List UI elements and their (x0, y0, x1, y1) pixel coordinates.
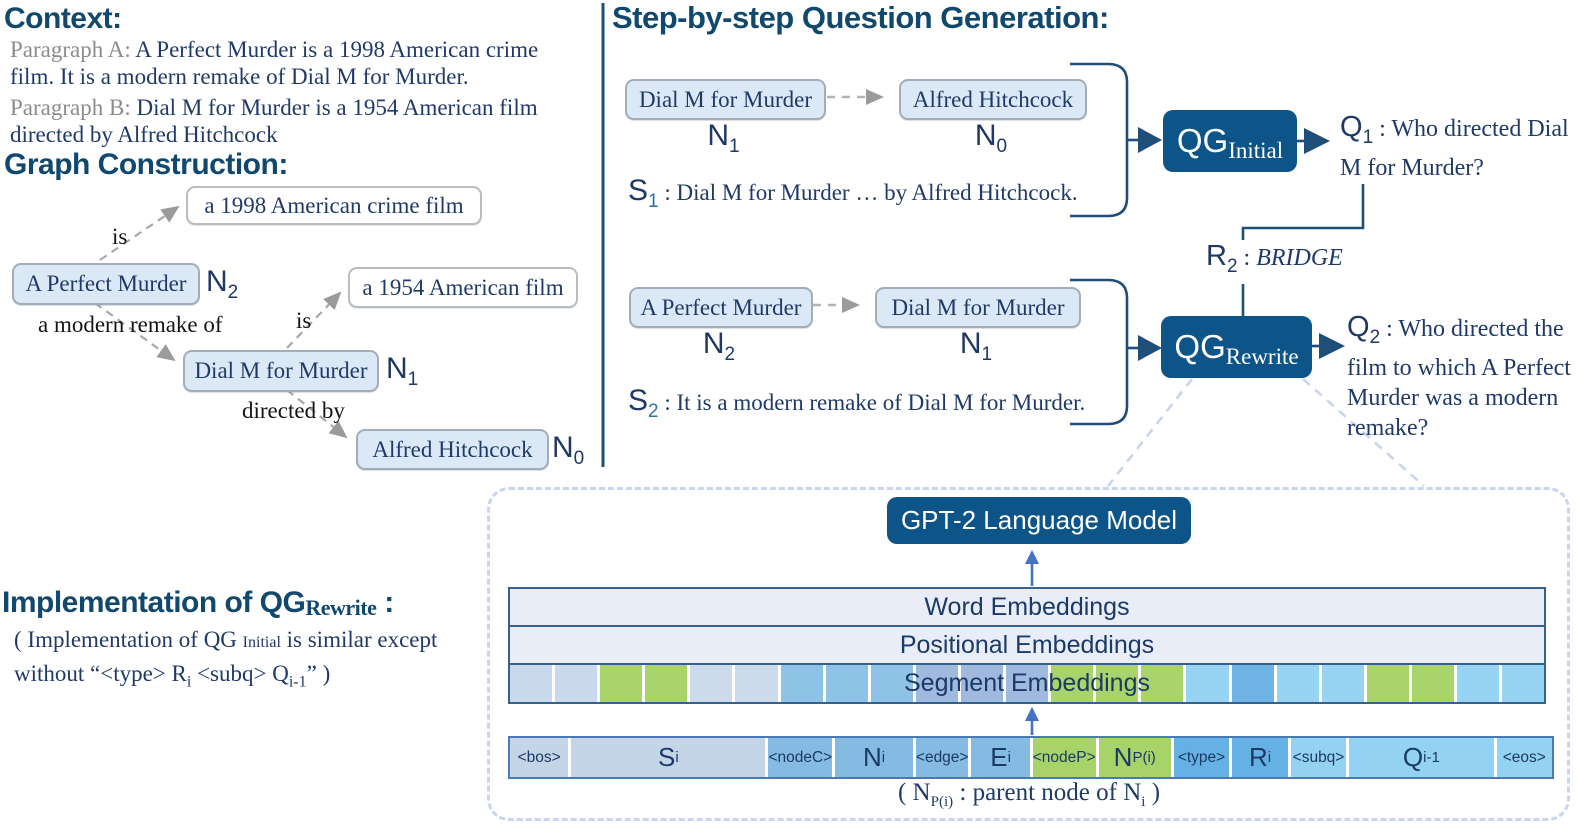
graph-node-a-perfect-murder: A Perfect Murder (12, 263, 200, 305)
relation-value: BRIDGE (1256, 245, 1343, 271)
sentence-s1: S1 : Dial M for Murder … by Alfred Hitch… (628, 174, 1078, 212)
paragraph-a-label: Paragraph A: (10, 37, 131, 62)
paragraph-a: Paragraph A: A Perfect Murder is a 1998 … (10, 36, 585, 90)
segment-cell (555, 665, 598, 702)
segment-cell (1366, 665, 1409, 702)
segment-cell (690, 665, 733, 702)
implementation-title: Implementation of QGRewrite : (2, 586, 394, 620)
step2-right-node: Dial M for Murder (875, 287, 1081, 328)
question-q2: Q2 : Who directed the film to which A Pe… (1347, 311, 1571, 441)
segment-cell (1231, 665, 1274, 702)
token-cell: <edge> (915, 738, 969, 777)
segment-cell (1141, 665, 1184, 702)
token-cell: <nodeP> (1032, 738, 1096, 777)
segment-cell (915, 665, 958, 702)
context-paragraphs: Paragraph A: A Perfect Murder is a 1998 … (10, 36, 585, 152)
graph-node-1954-film: a 1954 American film (348, 267, 578, 308)
word-embeddings-row: Word Embeddings (508, 587, 1546, 627)
graph-node-alfred-hitchcock: Alfred Hitchcock (356, 429, 549, 470)
graph-node-dial-m: Dial M for Murder (183, 350, 379, 392)
graph-title: Graph Construction: (4, 148, 288, 181)
sentence-s2: S2 : It is a modern remake of Dial M for… (628, 384, 1086, 422)
paragraph-b: Paragraph B: Dial M for Murder is a 1954… (10, 94, 585, 148)
token-cell: <type> (1173, 738, 1230, 777)
step1-left-node: Dial M for Murder (625, 79, 826, 120)
segment-cell (1321, 665, 1364, 702)
token-cell: <nodeC> (768, 738, 833, 777)
step1-right-node: Alfred Hitchcock (899, 79, 1087, 120)
implementation-panel (487, 487, 1570, 821)
segment-cell (1502, 665, 1545, 702)
graph-node-1998-film: a 1998 American crime film (186, 186, 482, 225)
segment-embeddings-label: Segment Embeddings (904, 669, 1150, 697)
step2-right-id: N1 (959, 327, 993, 365)
segment-cell (825, 665, 868, 702)
question-q1: Q1 : Who directed Dial M for Murder? (1340, 111, 1569, 181)
segment-cell (1006, 665, 1049, 702)
graph-node-id-n2: N2 (206, 265, 239, 303)
segment-embeddings-row: Segment Embeddings (508, 663, 1546, 704)
stepgen-title: Step-by-step Question Generation: (612, 0, 1109, 35)
token-cell: <subq> (1290, 738, 1347, 777)
segment-cell (1096, 665, 1139, 702)
context-title: Context: (4, 2, 122, 35)
edge-label-directed-by: directed by (242, 398, 345, 423)
gpt2-model-box: GPT-2 Language Model (887, 497, 1191, 544)
graph-node-id-n1: N1 (386, 352, 419, 390)
step1-right-id: N0 (974, 119, 1008, 157)
edge-label-is-1: is (112, 224, 128, 249)
paragraph-b-label: Paragraph B: (10, 95, 131, 120)
segment-cell (510, 665, 553, 702)
relation-r2: R2 : BRIDGE (1206, 240, 1343, 277)
paragraph-a-text: A Perfect Murder is a 1998 American crim… (10, 37, 539, 89)
step1-left-id: N1 (707, 119, 740, 157)
segment-cell (780, 665, 823, 702)
parent-node-caption: ( NP(i) : parent node of Ni ) (897, 779, 1161, 810)
q1-to-r2-connector (1241, 184, 1365, 240)
token-cell: <bos> (510, 738, 569, 777)
segment-cell (1051, 665, 1094, 702)
implementation-note: ( Implementation of QG Initial is simila… (14, 627, 438, 691)
step2-left-node: A Perfect Murder (629, 287, 813, 328)
segment-cell (1276, 665, 1319, 702)
edge-label-remake: a modern remake of (38, 312, 223, 337)
graph-node-id-n0: N0 (552, 431, 585, 469)
segment-cell (1456, 665, 1500, 702)
step2-left-id: N2 (702, 327, 736, 365)
token-cell: <eos> (1496, 738, 1552, 777)
segment-cell (645, 665, 688, 702)
edge-label-is-2: is (296, 308, 312, 333)
segment-cell (1411, 665, 1454, 702)
segment-cell (960, 665, 1004, 702)
positional-embeddings-row: Positional Embeddings (508, 625, 1546, 665)
segment-cell (1186, 665, 1229, 702)
segment-cell (600, 665, 643, 702)
segment-cell (735, 665, 778, 702)
segment-cell (870, 665, 913, 702)
paragraph-b-text: Dial M for Murder is a 1954 American fil… (10, 95, 538, 147)
